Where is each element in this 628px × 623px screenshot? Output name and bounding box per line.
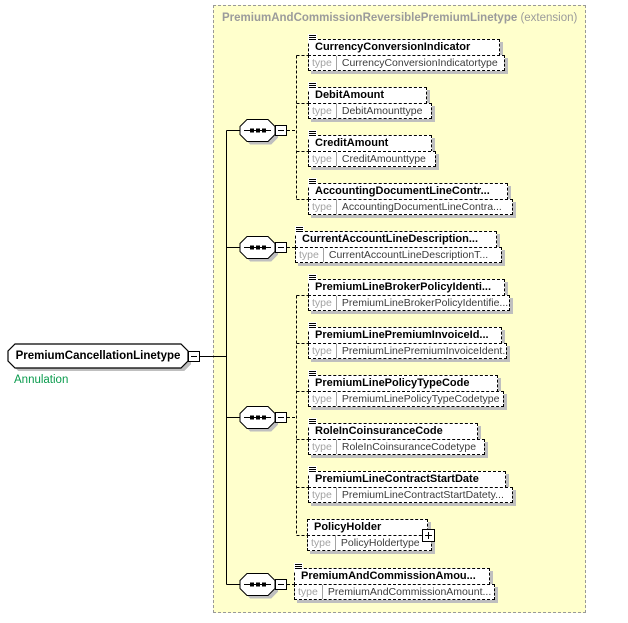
element-type-row: type CurrentAccountLineDescriptionT... bbox=[295, 247, 502, 263]
element-name[interactable]: RoleInCoinsuranceCode bbox=[308, 423, 478, 440]
type-value: PremiumAndCommissionAmount... bbox=[327, 586, 492, 598]
sequence-compositor[interactable] bbox=[239, 119, 278, 145]
element-type-row: type CurrencyConversionIndicatortype bbox=[308, 55, 505, 71]
element-name[interactable]: PremiumLinePremiumInvoiceId... bbox=[308, 327, 502, 344]
sequence-collapse-button[interactable] bbox=[275, 242, 287, 253]
element-name[interactable]: AccountingDocumentLineContr... bbox=[308, 183, 508, 200]
element-premiumandcommissionamount[interactable]: PremiumAndCommissionAmou... type Premium… bbox=[294, 564, 495, 600]
type-value: CurrentAccountLineDescriptionT... bbox=[328, 249, 489, 261]
dashed-connectors bbox=[287, 55, 308, 585]
root-annotation: Annulation bbox=[14, 374, 69, 386]
annotation-icon bbox=[309, 323, 316, 329]
element-type-row: type AccountingDocumentLineContra... bbox=[308, 199, 513, 215]
annotation-icon bbox=[295, 564, 302, 570]
element-type-row: type PremiumLinePremiumInvoiceIdent... bbox=[308, 343, 507, 359]
element-name[interactable]: CurrencyConversionIndicator bbox=[308, 39, 500, 56]
solid-connectors bbox=[199, 130, 240, 585]
element-type-row: type DebitAmounttype bbox=[308, 103, 432, 119]
type-value: PremiumLinePolicyTypeCodetype bbox=[341, 393, 500, 405]
annotation-icon bbox=[309, 83, 316, 89]
sequence-collapse-button[interactable] bbox=[275, 412, 287, 423]
extension-title-text: PremiumAndCommissionReversiblePremiumLin… bbox=[222, 12, 518, 24]
element-type-row: type PremiumAndCommissionAmount... bbox=[294, 584, 495, 600]
type-value: AccountingDocumentLineContra... bbox=[341, 201, 502, 213]
sequence-compositor[interactable] bbox=[239, 236, 278, 262]
element-name[interactable]: PremiumLinePolicyTypeCode bbox=[308, 375, 498, 392]
root-element[interactable]: PremiumCancellationLinetype bbox=[15, 350, 181, 362]
type-value: PremiumLineContractStartDatety... bbox=[341, 489, 504, 501]
element-name[interactable]: PremiumLineContractStartDate bbox=[308, 471, 506, 488]
annotation-icon bbox=[309, 275, 316, 281]
root-element-shape[interactable] bbox=[7, 343, 191, 371]
element-premiumlinecontractstartdate[interactable]: PremiumLineContractStartDate type Premiu… bbox=[308, 467, 513, 503]
element-policyholder[interactable]: PolicyHolder type PolicyHoldertype bbox=[307, 519, 432, 551]
sequence-compositor-group[interactable] bbox=[239, 119, 278, 599]
type-label: type bbox=[309, 440, 337, 454]
element-type-row: type RoleInCoinsuranceCodetype bbox=[308, 439, 485, 455]
element-name[interactable]: CreditAmount bbox=[308, 135, 432, 152]
annotation-icon bbox=[309, 419, 316, 425]
annotation-icon bbox=[309, 467, 316, 473]
type-label: type bbox=[309, 344, 337, 358]
root-collapse-button[interactable] bbox=[188, 351, 200, 362]
element-type-row: type PremiumLineBrokerPolicyIdentifie... bbox=[308, 295, 510, 311]
type-label: type bbox=[309, 56, 337, 70]
annotation-icon bbox=[309, 179, 316, 185]
type-label: type bbox=[296, 248, 324, 262]
element-premiumlinebrokerpolicyidentifier[interactable]: PremiumLineBrokerPolicyIdenti... type Pr… bbox=[308, 275, 510, 311]
element-name[interactable]: PremiumAndCommissionAmou... bbox=[294, 568, 490, 585]
element-currentaccountlinedescription[interactable]: CurrentAccountLineDescription... type Cu… bbox=[295, 227, 502, 263]
element-premiumlinepremiuminvoiceid[interactable]: PremiumLinePremiumInvoiceId... type Prem… bbox=[308, 323, 507, 359]
element-name[interactable]: DebitAmount bbox=[308, 87, 427, 104]
element-accountingdocumentlinecontract[interactable]: AccountingDocumentLineContr... type Acco… bbox=[308, 179, 513, 215]
type-value: PremiumLineBrokerPolicyIdentifie... bbox=[341, 297, 509, 309]
sequence-compositor[interactable] bbox=[239, 573, 278, 599]
type-label: type bbox=[295, 585, 323, 599]
type-value: CreditAmounttype bbox=[341, 153, 426, 165]
annotation-icon bbox=[309, 35, 316, 41]
sequence-collapse-button[interactable] bbox=[275, 579, 287, 590]
element-type-row: type CreditAmounttype bbox=[308, 151, 436, 167]
element-name[interactable]: CurrentAccountLineDescription... bbox=[295, 231, 497, 248]
sequence-collapse-button[interactable] bbox=[275, 125, 287, 136]
extension-title: PremiumAndCommissionReversiblePremiumLin… bbox=[222, 12, 577, 24]
element-type-row: type PolicyHoldertype bbox=[307, 535, 432, 551]
annotation-icon bbox=[296, 227, 303, 233]
element-debitamount[interactable]: DebitAmount type DebitAmounttype bbox=[308, 83, 432, 119]
type-value: DebitAmounttype bbox=[341, 105, 423, 117]
element-premiumlinepolicytypecode[interactable]: PremiumLinePolicyTypeCode type PremiumLi… bbox=[308, 371, 504, 407]
type-label: type bbox=[309, 152, 337, 166]
type-value: RoleInCoinsuranceCodetype bbox=[341, 441, 477, 453]
annotation-icon bbox=[309, 371, 316, 377]
element-roleincoinsurancecode[interactable]: RoleInCoinsuranceCode type RoleInCoinsur… bbox=[308, 419, 485, 455]
policyholder-expand-button[interactable] bbox=[422, 529, 435, 542]
type-label: type bbox=[309, 392, 337, 406]
extension-suffix: (extension) bbox=[520, 12, 578, 24]
element-creditamount[interactable]: CreditAmount type CreditAmounttype bbox=[308, 131, 436, 167]
element-name[interactable]: PolicyHolder bbox=[307, 519, 428, 536]
type-value: PolicyHoldertype bbox=[340, 537, 420, 549]
type-value: CurrencyConversionIndicatortype bbox=[341, 57, 498, 69]
type-label: type bbox=[309, 488, 337, 502]
annotation-icon bbox=[309, 131, 316, 137]
type-label: type bbox=[309, 296, 337, 310]
type-label: type bbox=[308, 536, 336, 550]
element-type-row: type PremiumLinePolicyTypeCodetype bbox=[308, 391, 504, 407]
type-value: PremiumLinePremiumInvoiceIdent... bbox=[341, 345, 506, 357]
sequence-compositor[interactable] bbox=[239, 406, 278, 432]
element-name[interactable]: PremiumLineBrokerPolicyIdenti... bbox=[308, 279, 505, 296]
type-label: type bbox=[309, 200, 337, 214]
element-currencyconversionindicator[interactable]: CurrencyConversionIndicator type Currenc… bbox=[308, 35, 505, 71]
type-label: type bbox=[309, 104, 337, 118]
element-type-row: type PremiumLineContractStartDatety... bbox=[308, 487, 513, 503]
